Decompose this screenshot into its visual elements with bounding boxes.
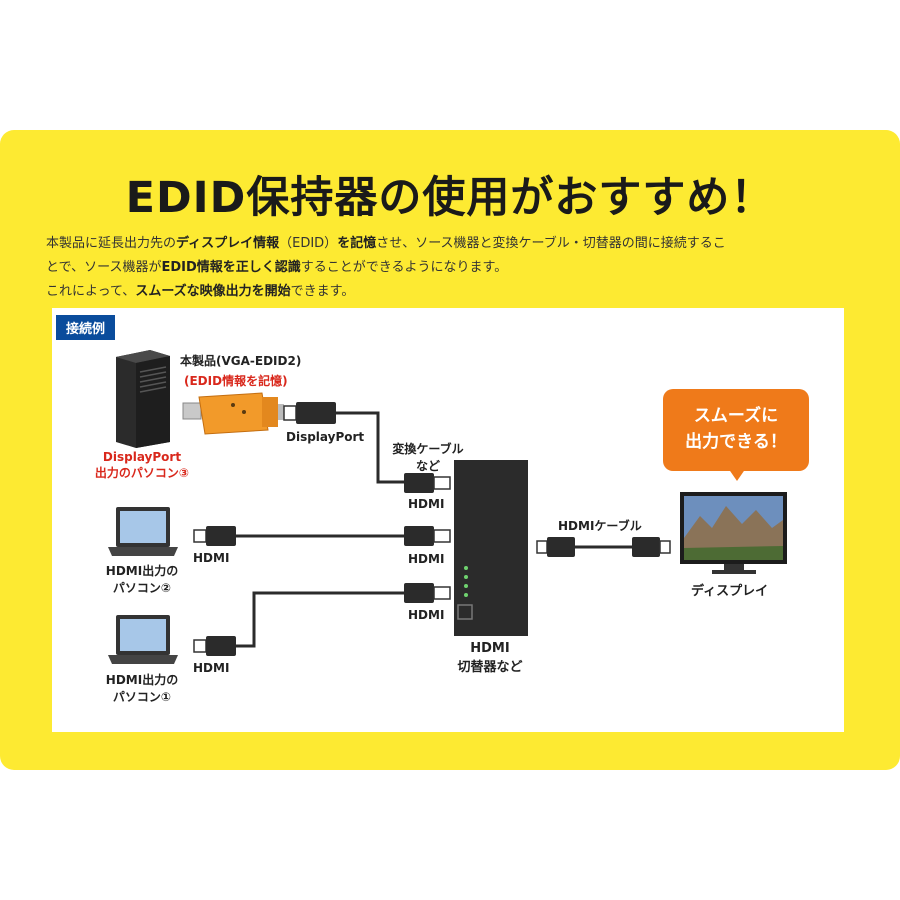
description-segment: 本製品に延長出力先の: [46, 236, 177, 251]
display-label: ディスプレイ: [691, 584, 769, 599]
laptop-2-icon: [108, 507, 178, 556]
pc2-label-line1: HDMI出力の: [105, 564, 179, 578]
laptop-1-icon: [108, 615, 178, 664]
callout-line1: スムーズに: [693, 406, 779, 426]
description-segment: ディスプレイ情報: [176, 236, 280, 251]
pc2-label: HDMI出力の パソコン②: [94, 562, 190, 596]
converter-label-line2: など: [415, 459, 440, 473]
switch-label-line1: HDMI: [470, 641, 510, 656]
page-title: EDID保持器の使用がおすすめ！: [125, 173, 775, 223]
callout-bubble: スムーズに 出力できる！: [663, 389, 809, 471]
tower-pc-icon: [116, 350, 170, 448]
section-tag: 接続例: [56, 315, 116, 340]
displayport-cable: [283, 402, 404, 484]
description-segment: できます。: [290, 284, 355, 299]
callout-line2: 出力できる！: [685, 432, 787, 452]
dp-pc-label: DisplayPort 出力のパソコン③: [78, 450, 206, 481]
description-segment: を記憶: [337, 236, 377, 251]
hdmi-cable-pc1: [193, 591, 404, 656]
hdmi-pc2-plug-label: HDMI: [193, 551, 230, 565]
converter-label: 変換ケーブル など: [386, 440, 470, 474]
hdmi-pc1-plug-label: HDMI: [193, 661, 230, 675]
pc2-label-line2: パソコン②: [112, 581, 172, 595]
description-segment: させ、ソース機器と変換ケーブル・切替器の間に接続するこ: [376, 236, 726, 251]
dp-pc-label-line2: 出力のパソコン③: [94, 466, 190, 480]
description: 本製品に延長出力先のディスプレイ情報（EDID）を記憶させ、ソース機器と変換ケー…: [46, 232, 866, 304]
description-segment: これによって、: [46, 284, 136, 299]
pc1-label-line1: HDMI出力の: [105, 673, 179, 687]
dp-pc-label-line1: DisplayPort: [102, 450, 182, 464]
display-icon: [680, 492, 787, 574]
product-note: (EDID情報を記憶): [184, 374, 288, 388]
hdmi-input-2-label: HDMI: [408, 552, 445, 566]
description-segment: （EDID）: [279, 236, 338, 251]
pc1-label-line2: パソコン①: [112, 690, 172, 704]
description-line-2: とで、ソース機器がEDID情報を正しく認識することができるようになります。: [46, 256, 866, 280]
description-line-3: これによって、スムーズな映像出力を開始できます。: [46, 280, 866, 304]
pc1-label: HDMI出力の パソコン①: [94, 671, 190, 705]
displayport-label: DisplayPort: [286, 430, 365, 444]
hdmi-output-cable: [536, 537, 671, 557]
description-segment: することができるようになります。: [300, 260, 508, 275]
edid-device-icon: [182, 392, 284, 435]
hdmi-input-3-label: HDMI: [408, 608, 445, 622]
description-segment: EDID情報を正しく認識: [161, 260, 301, 275]
hdmi-cable-pc2: [193, 526, 404, 546]
switch-label: HDMI 切替器など: [440, 641, 540, 675]
callout-tail: [728, 468, 746, 481]
hdmi-cable-label: HDMIケーブル: [558, 519, 642, 533]
converter-label-line1: 変換ケーブル: [392, 442, 464, 456]
description-line-1: 本製品に延長出力先のディスプレイ情報（EDID）を記憶させ、ソース機器と変換ケー…: [46, 232, 866, 256]
hdmi-switch-icon: [454, 460, 528, 636]
hdmi-input-1-label: HDMI: [408, 497, 445, 511]
description-segment: スムーズな映像出力を開始: [135, 284, 291, 299]
description-segment: とで、ソース機器が: [46, 260, 162, 275]
product-label: 本製品(VGA-EDID2): [180, 354, 302, 368]
switch-label-line2: 切替器など: [457, 660, 523, 675]
hdmi-input-plugs: [404, 473, 451, 603]
